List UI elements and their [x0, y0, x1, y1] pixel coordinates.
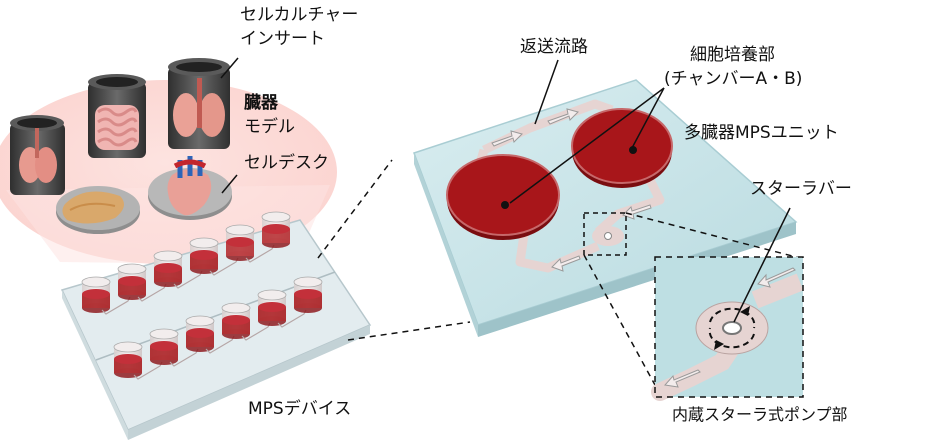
cell-desk-heart: [148, 156, 232, 220]
device-well: [293, 276, 323, 313]
label-stirrer: スターラバー: [750, 179, 852, 199]
mps-device-wells: [81, 211, 323, 380]
pump-focus-box: [583, 212, 627, 256]
flow-arrows: [491, 108, 652, 272]
label-return-channel: 返送流路: [520, 37, 588, 57]
cell-culture-insert-organ: [168, 58, 230, 149]
label-organ-model-line2: モデル: [244, 117, 295, 137]
inset-zoom-line-bottom: [583, 254, 656, 386]
device-well: [117, 263, 147, 300]
label-mps-device: MPSデバイス: [248, 399, 352, 419]
zoom-line-upper: [317, 159, 393, 259]
return-channel-leader: [534, 59, 559, 125]
device-well: [81, 276, 111, 313]
device-well: [149, 328, 179, 365]
label-cell-culture-part-line2: (チャンバーA・B): [664, 69, 803, 89]
device-well: [153, 250, 183, 287]
label-multi-organ-mps-unit: 多臓器MPSユニット: [684, 123, 839, 143]
cell-culture-insert-lungs: [10, 115, 65, 195]
label-pump: 内蔵スターラ式ポンプ部: [672, 405, 848, 424]
device-well: [221, 302, 251, 339]
device-well: [185, 315, 215, 352]
label-cell-culture-insert-line2: インサート: [240, 29, 325, 49]
label-cell-culture-insert-line1: セルカルチャー: [240, 5, 359, 25]
stirrer-leader: [733, 207, 791, 323]
chamber-b: [571, 108, 673, 188]
device-well: [113, 341, 143, 378]
zoom-line-lower: [347, 321, 471, 341]
device-well: [257, 289, 287, 326]
inset-zoom-line-top: [625, 212, 801, 259]
device-well: [261, 211, 291, 248]
label-cell-culture-part-line1: 細胞培養部: [690, 45, 775, 65]
desk-leader-line: [221, 174, 238, 194]
device-well: [189, 237, 219, 274]
chamber-b-leader: [631, 87, 665, 149]
device-well: [225, 224, 255, 261]
label-organ-model-line1: 臓器: [244, 93, 278, 113]
insert-leader-line: [220, 57, 239, 79]
chamber-a-leader: [509, 87, 665, 204]
cell-culture-insert-intestine: [88, 74, 146, 158]
chamber-a: [446, 154, 560, 240]
label-cell-desk: セルデスク: [244, 153, 329, 173]
cell-desk-liver: [56, 186, 140, 234]
pump-inset: [651, 256, 804, 401]
